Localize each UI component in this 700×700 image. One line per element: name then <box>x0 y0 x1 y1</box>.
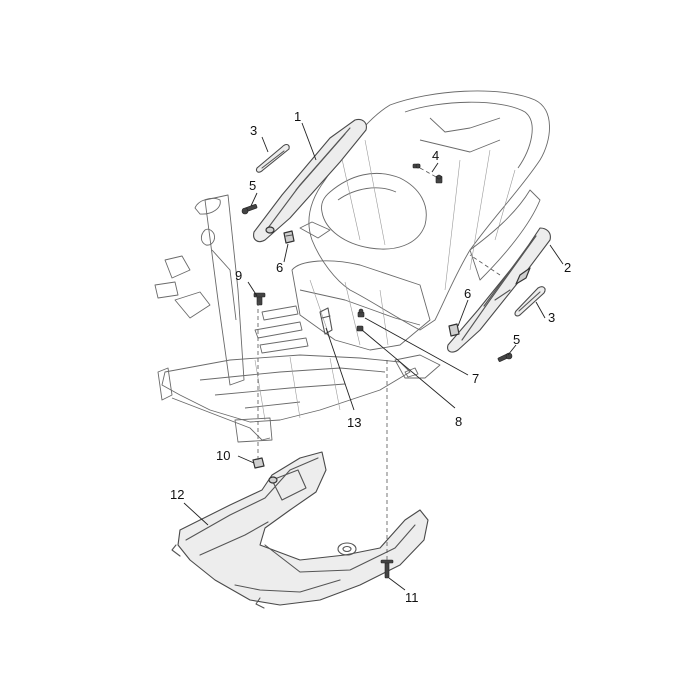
callout-10: 10 <box>216 448 230 463</box>
callout-labels: 1 3 5 6 4 2 3 6 5 7 8 9 13 10 12 11 <box>170 109 571 605</box>
callout-3-right: 3 <box>548 310 555 325</box>
leader-lines <box>183 122 564 591</box>
body-frame-assembly <box>154 90 550 443</box>
part-1-left-rail <box>253 118 367 243</box>
part-6-left-clip <box>283 230 295 244</box>
part-5-left-screw <box>241 204 258 215</box>
part-8-fastener <box>356 325 364 332</box>
callout-5-left: 5 <box>249 178 256 193</box>
callout-9: 9 <box>235 268 242 283</box>
part-9-screw <box>253 292 266 306</box>
part-12-under-panel <box>171 451 429 609</box>
callout-6-right: 6 <box>464 286 471 301</box>
callout-6-left: 6 <box>276 260 283 275</box>
callout-5-right: 5 <box>513 332 520 347</box>
part-13-bracket <box>319 307 333 335</box>
callout-13: 13 <box>347 415 361 430</box>
callout-2: 2 <box>564 260 571 275</box>
part-6-right-clip <box>448 323 460 337</box>
part-1-hole <box>265 226 275 234</box>
callout-8: 8 <box>455 414 462 429</box>
part-10-clip <box>252 457 265 469</box>
callout-3-left: 3 <box>250 123 257 138</box>
callout-4: 4 <box>432 148 439 163</box>
part-11-screw <box>380 559 394 579</box>
callout-7: 7 <box>472 371 479 386</box>
part-3-left-strip <box>255 144 290 173</box>
part-4-screws <box>412 163 443 184</box>
part-2-right-rail <box>447 227 551 353</box>
callout-1: 1 <box>294 109 301 124</box>
callout-12: 12 <box>170 487 184 502</box>
part-3-right-strip <box>514 286 546 317</box>
part-5-right-screw <box>497 352 513 362</box>
callout-11: 11 <box>405 590 419 605</box>
assembly-guide-lines <box>257 167 501 560</box>
part-7-fastener <box>357 308 365 318</box>
